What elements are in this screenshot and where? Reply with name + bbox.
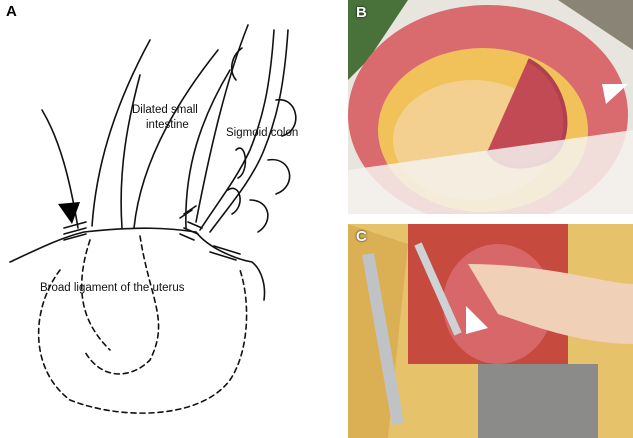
arrowhead-white-c [466,306,488,334]
label-broad-ligament: Broad ligament of the uterus [40,282,185,294]
label-sigmoid-colon: Sigmoid colon [226,127,299,139]
anatomical-drawing [9,24,297,414]
photo-retractors [348,224,633,438]
panel-label-b: B [356,4,367,21]
panel-label-c: C [356,228,367,245]
panel-label-a: A [6,3,17,20]
label-small-intestine-2: intestine [146,119,189,131]
label-small-intestine-1: Dilated small [132,104,198,116]
arrowhead-white-b [602,84,628,104]
photo-bowel [348,0,633,214]
arrowhead-black [58,202,80,224]
